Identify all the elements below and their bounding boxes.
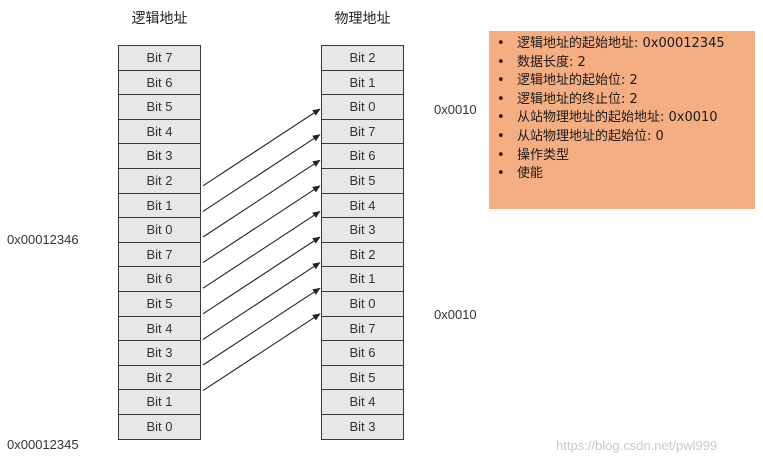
logical-bit-cell: Bit 0 [118, 217, 201, 243]
mapping-arrow [202, 236, 321, 315]
info-item-text: 从站物理地址的起始位: 0 [517, 128, 664, 144]
mapping-arrow [202, 159, 321, 238]
mapping-arrow [202, 108, 321, 187]
physical-address-upper: 0x0010 [434, 102, 477, 117]
mapping-arrow [202, 313, 321, 392]
logical-bit-cell: Bit 1 [118, 192, 201, 219]
physical-bit-cell: Bit 6 [321, 143, 404, 169]
info-item-text: 数据长度: 2 [517, 54, 586, 70]
logical-bit-cell: Bit 0 [118, 413, 201, 440]
physical-bit-cell: Bit 3 [321, 217, 404, 243]
logical-bit-cell: Bit 4 [118, 118, 201, 145]
logical-bit-cell: Bit 7 [118, 45, 201, 71]
info-item-text: 逻辑地址的起始地址: 0x00012345 [517, 36, 725, 51]
info-item: • 从站物理地址的起始位: 0 [497, 128, 749, 147]
logical-bit-cell: Bit 6 [118, 69, 201, 96]
info-item: • 逻辑地址的起始地址: 0x00012345 [497, 35, 749, 54]
physical-bit-cell: Bit 4 [321, 192, 404, 219]
config-info-box: • 逻辑地址的起始地址: 0x00012345 • 数据长度: 2 • 逻辑地址的起始位:… [489, 31, 755, 209]
bullet-icon: • [497, 73, 505, 89]
physical-bit-cell: Bit 5 [321, 167, 404, 194]
physical-address-lower: 0x0010 [434, 307, 477, 322]
bullet-icon: • [497, 91, 505, 107]
physical-bit-cell: Bit 3 [321, 413, 404, 440]
info-item: • 操作类型 [497, 147, 749, 166]
mapping-arrow [202, 210, 321, 289]
info-item-text: 从站物理地址的起始地址: 0x0010 [517, 110, 718, 126]
logical-bit-cell: Bit 5 [118, 94, 201, 120]
mapping-arrow [202, 287, 321, 366]
bullet-icon: • [497, 110, 505, 126]
config-info-list: • 逻辑地址的起始地址: 0x00012345 • 数据长度: 2 • 逻辑地址的起始位:… [497, 35, 749, 184]
bullet-icon: • [497, 147, 505, 163]
physical-bit-cell: Bit 7 [321, 118, 404, 145]
bullet-icon: • [497, 128, 505, 144]
bullet-icon: • [497, 166, 505, 182]
logical-bit-cell: Bit 7 [118, 241, 201, 268]
logical-address-upper: 0x00012346 [7, 232, 79, 247]
bullet-icon: • [497, 54, 505, 70]
physical-bit-cell: Bit 4 [321, 389, 404, 415]
logical-address-lower: 0x00012345 [7, 437, 79, 452]
logical-bit-cell: Bit 2 [118, 364, 201, 391]
physical-bit-cell: Bit 2 [321, 241, 404, 268]
physical-bit-cell: Bit 1 [321, 266, 404, 292]
mapping-arrow [202, 185, 321, 264]
logical-bit-cell: Bit 2 [118, 167, 201, 194]
info-item: • 逻辑地址的终止位: 2 [497, 91, 749, 110]
mapping-arrow [202, 262, 321, 340]
info-item-text: 逻辑地址的终止位: 2 [517, 91, 638, 107]
info-item: • 逻辑地址的起始位: 2 [497, 72, 749, 91]
info-item: • 数据长度: 2 [497, 54, 749, 73]
physical-bit-cell: Bit 5 [321, 364, 404, 391]
physical-bit-cell: Bit 1 [321, 69, 404, 96]
physical-address-title: 物理地址 [334, 11, 391, 27]
logical-bit-cell: Bit 5 [118, 290, 201, 317]
watermark: https://blog.csdn.net/pwl999 [556, 438, 718, 453]
mapping-arrow [202, 134, 321, 212]
info-item-text: 逻辑地址的起始位: 2 [517, 73, 638, 89]
info-item-text: 操作类型 [517, 147, 570, 163]
logical-bit-cell: Bit 3 [118, 143, 201, 169]
info-item: • 使能 [497, 165, 749, 184]
info-item-text: 使能 [517, 166, 544, 182]
bullet-icon: • [497, 36, 505, 51]
logical-address-title: 逻辑地址 [131, 11, 188, 27]
info-item: • 从站物理地址的起始地址: 0x0010 [497, 109, 749, 128]
logical-bit-cell: Bit 1 [118, 389, 201, 415]
